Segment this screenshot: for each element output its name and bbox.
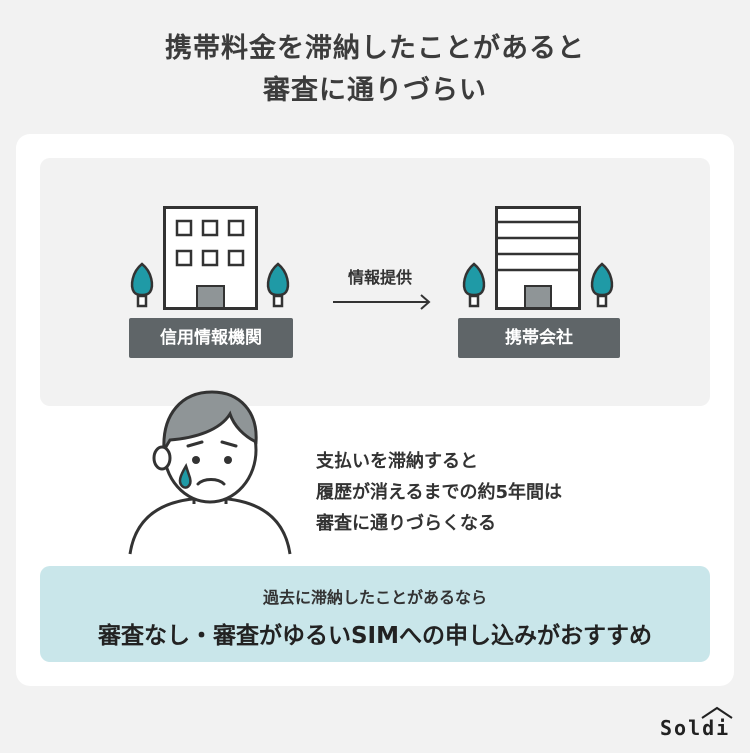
banner-headline: 審査なし・審査がゆるいSIMへの申し込みがおすすめ <box>97 623 652 649</box>
office-building-icon <box>495 206 581 310</box>
tree-icon <box>266 262 290 308</box>
message-line-3: 審査に通りづらくなる <box>316 513 496 534</box>
banner-subtitle: 過去に滞納したことがあるなら <box>262 588 487 607</box>
tree-icon <box>462 262 486 308</box>
arrow-right-icon <box>333 294 431 310</box>
message-line-2: 履歴が消えるまでの約5年間は <box>316 482 562 503</box>
title-line-2: 審査に通りづらい <box>263 75 487 106</box>
office-building-icon <box>163 206 258 310</box>
carrier-label: 携帯会社 <box>458 318 620 358</box>
title-line-1: 携帯料金を滞納したことがあると <box>165 33 585 64</box>
recommendation-banner: 過去に滞納したことがあるなら 審査なし・審査がゆるいSIMへの申し込みがおすすめ <box>40 566 710 662</box>
arrow-label: 情報提供 <box>347 268 412 287</box>
logo-text: Soldi <box>660 716 731 740</box>
page-title: 携帯料金を滞納したことがあると 審査に通りづらい <box>0 28 750 112</box>
delinquency-message: 支払いを滞納すると 履歴が消えるまでの約5年間は 審査に通りづらくなる <box>316 446 562 539</box>
message-line-1: 支払いを滞納すると <box>316 451 478 472</box>
worried-person-icon <box>128 390 292 555</box>
tree-icon <box>590 262 614 308</box>
tree-icon <box>130 262 154 308</box>
house-roof-icon <box>701 706 733 719</box>
soldi-logo: Soldi <box>660 706 738 746</box>
credit-bureau-label: 信用情報機関 <box>129 318 293 358</box>
